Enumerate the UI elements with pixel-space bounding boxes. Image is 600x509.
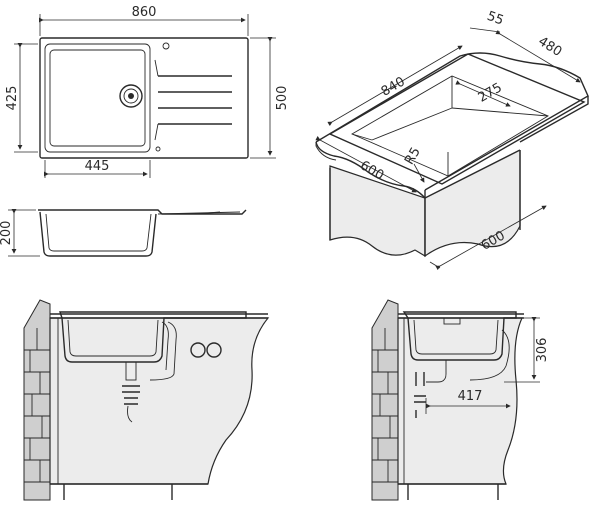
isometric-view: 840 55 480 275 R5 600 600 bbox=[315, 9, 589, 271]
dim-top-width: 860 bbox=[132, 5, 157, 20]
sink-section-front bbox=[59, 311, 247, 363]
countertop bbox=[315, 52, 589, 191]
tap-hole-icon bbox=[162, 42, 170, 50]
drain-pipe bbox=[125, 361, 137, 381]
bowl-outline bbox=[44, 43, 151, 153]
drainboard-grooves bbox=[158, 75, 232, 125]
dim-bowl-height: 425 bbox=[5, 86, 20, 111]
dim-install-depth: 417 bbox=[458, 389, 483, 404]
siphon-side-icon bbox=[414, 372, 426, 418]
dim-iso-depth: 480 bbox=[535, 34, 564, 60]
front-installation-view bbox=[23, 299, 270, 501]
dim-total-height: 500 bbox=[275, 86, 290, 111]
dim-bowl-width: 445 bbox=[85, 159, 110, 174]
bowl-section bbox=[39, 211, 157, 257]
sink-section-side bbox=[402, 311, 517, 361]
dim-iso-flange: 55 bbox=[485, 9, 506, 29]
drain-icon bbox=[119, 84, 143, 108]
siphon-icon bbox=[122, 385, 140, 405]
sink-outline bbox=[39, 37, 249, 159]
side-installation-view: 306 417 bbox=[371, 299, 550, 501]
top-view: 860 425 500 445 bbox=[5, 5, 290, 178]
side-section-view: 200 bbox=[0, 209, 247, 257]
dim-install-height: 306 bbox=[535, 338, 550, 363]
dim-depth: 200 bbox=[0, 221, 14, 246]
